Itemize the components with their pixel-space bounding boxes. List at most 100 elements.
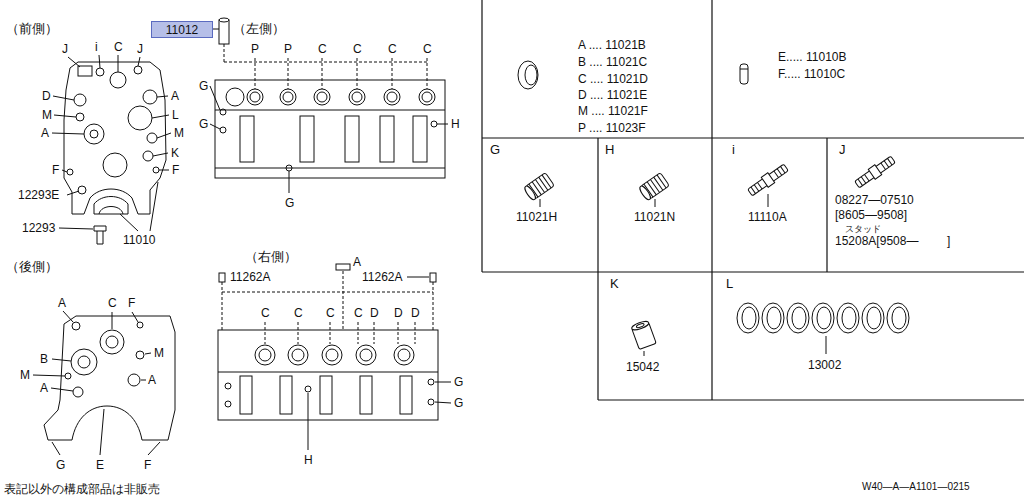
dashed-leader bbox=[222, 282, 223, 330]
callout-letter: F bbox=[52, 163, 59, 177]
rear-view-drawing bbox=[44, 316, 175, 440]
callout-letter: P bbox=[284, 42, 292, 56]
leader-line bbox=[435, 402, 451, 403]
rear-view-drawing bbox=[73, 387, 83, 397]
rear-view-drawing bbox=[44, 316, 175, 440]
liner-set-icon bbox=[887, 303, 909, 333]
parts-table-cell: G11021H bbox=[482, 138, 598, 272]
callout-letter: C bbox=[318, 42, 327, 56]
leader-line bbox=[308, 393, 309, 450]
view-heading: （後側） bbox=[6, 260, 58, 274]
dashed-leader bbox=[357, 58, 358, 89]
leader-line bbox=[138, 57, 140, 66]
callout-letter: D bbox=[394, 306, 403, 320]
left-view-drawing bbox=[345, 116, 359, 162]
rear-view-drawing bbox=[78, 356, 90, 368]
callout-letter: A bbox=[353, 255, 361, 269]
left-view-drawing bbox=[226, 88, 244, 106]
leader-line bbox=[153, 153, 168, 156]
part-number: 11021N bbox=[634, 210, 675, 224]
dashed-leader bbox=[224, 44, 225, 62]
callout-letter: D bbox=[370, 306, 379, 320]
callout-letter: E bbox=[96, 458, 104, 472]
leader-line bbox=[540, 199, 541, 207]
right-view-drawing bbox=[400, 376, 412, 414]
leader-line bbox=[132, 312, 138, 322]
leader-line bbox=[540, 194, 826, 356]
part-list-entry: P .... 11023F bbox=[578, 121, 646, 135]
dashed-leader bbox=[265, 322, 266, 344]
parts-table-cell: A .... 11021BB .... 11021CC .... 11021DD… bbox=[482, 0, 712, 138]
part-note: スタッド bbox=[845, 222, 881, 236]
callout-letter: C bbox=[423, 42, 432, 56]
part-number: 11110A bbox=[748, 210, 787, 224]
front-view-drawing bbox=[96, 68, 104, 76]
seal-ring-icon bbox=[525, 65, 537, 85]
front-view-drawing bbox=[84, 124, 104, 144]
right-view-drawing bbox=[288, 345, 308, 365]
left-view-drawing bbox=[317, 92, 327, 102]
front-view-drawing bbox=[143, 151, 153, 161]
left-view-drawing bbox=[352, 92, 362, 102]
parts-table-cell: E..... 11010BF..... 11010C bbox=[712, 0, 1024, 138]
dowel-pin-icon bbox=[740, 64, 748, 84]
right-view-drawing bbox=[218, 330, 438, 420]
callout-letter: C bbox=[108, 296, 117, 310]
part-list-entry: F..... 11010C bbox=[778, 67, 845, 81]
callout-letter: C bbox=[326, 306, 335, 320]
rear-view-drawing bbox=[72, 322, 80, 330]
right-view-drawing bbox=[305, 386, 311, 392]
seal-ring-icon bbox=[518, 61, 538, 89]
left-view-drawing bbox=[431, 121, 437, 127]
parts-table-cell: K15042 bbox=[598, 272, 712, 400]
part-number: 11262A bbox=[230, 270, 270, 284]
leader-line bbox=[118, 55, 119, 72]
rear-view-drawing bbox=[136, 351, 144, 359]
callout-letter: G bbox=[199, 117, 208, 131]
front-view-drawing bbox=[103, 153, 127, 177]
callout-letter: G bbox=[56, 458, 65, 472]
callout-letter: A bbox=[171, 89, 179, 103]
callout-letter: B bbox=[40, 352, 48, 366]
right-view-drawing bbox=[219, 273, 225, 282]
plug-icon bbox=[523, 185, 537, 202]
rear-view-drawing bbox=[128, 374, 140, 386]
leader-line bbox=[148, 442, 160, 455]
liner-set-icon bbox=[762, 303, 784, 333]
callout-letter: F bbox=[172, 163, 179, 177]
liner-set-icon bbox=[817, 307, 831, 329]
plug-icon bbox=[523, 173, 554, 202]
view-heading: （前側） bbox=[6, 22, 58, 36]
plug-icon bbox=[638, 185, 652, 202]
callout-letter: G bbox=[199, 79, 208, 93]
liner-set-icon bbox=[867, 307, 881, 329]
left-view-drawing bbox=[422, 92, 432, 102]
dashed-leader bbox=[427, 58, 428, 89]
front-view-drawing bbox=[64, 62, 166, 214]
callout-letter: C bbox=[353, 42, 362, 56]
callout-letter: K bbox=[171, 146, 179, 160]
cell-letter: J bbox=[839, 143, 846, 157]
callout-letter: P bbox=[251, 42, 259, 56]
callout-letter: F bbox=[128, 296, 135, 310]
right-view-drawing bbox=[280, 376, 292, 414]
dashed-leader bbox=[330, 322, 331, 344]
callout-letter: A bbox=[41, 126, 49, 140]
right-view-drawing bbox=[259, 349, 271, 361]
callout-letter: C bbox=[354, 306, 363, 320]
front-view-drawing bbox=[90, 130, 98, 138]
part-number: 11012 bbox=[166, 23, 198, 37]
view-heading: （左側） bbox=[233, 22, 285, 36]
callout-letter: A bbox=[40, 381, 48, 395]
front-view-drawing bbox=[99, 207, 123, 215]
part-number: 13002 bbox=[808, 358, 841, 372]
parts-table-cell: J08227—07510[8605—9508]スタッド15208A[9508—] bbox=[827, 138, 1024, 272]
dashed-leader bbox=[415, 322, 416, 344]
left-view-drawing bbox=[215, 18, 445, 178]
part-number: 08227—07510 bbox=[835, 193, 914, 207]
dashed-leader bbox=[222, 271, 433, 344]
dashed-leader bbox=[224, 62, 427, 63]
left-view-drawing bbox=[384, 89, 400, 105]
right-view-drawing bbox=[240, 376, 252, 414]
left-view-drawing bbox=[387, 92, 397, 102]
